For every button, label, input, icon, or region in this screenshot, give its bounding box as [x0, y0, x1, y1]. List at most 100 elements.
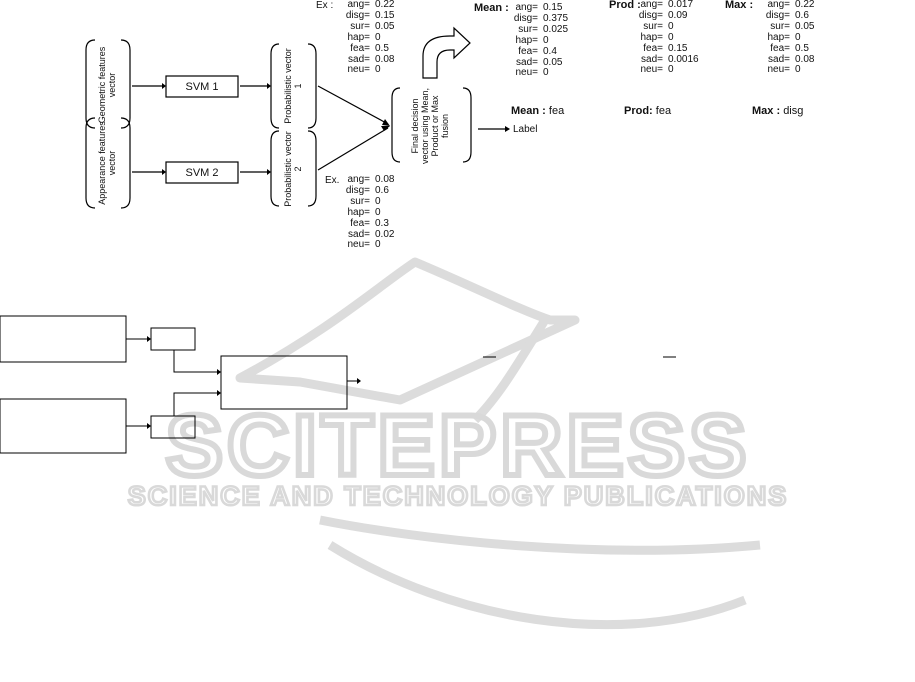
ex2-row: sur=0 — [340, 195, 394, 208]
mean-prefix: Mean : — [474, 2, 509, 14]
max-value: 0.6 — [795, 9, 809, 21]
max-row: sad=0.08 — [760, 53, 814, 66]
max-row: hap= 0 — [760, 31, 814, 44]
mean-key: hap= — [515, 34, 538, 46]
watermark-logo — [235, 257, 761, 630]
ex1-value: 0.08 — [375, 53, 395, 65]
fusion-bracket — [391, 87, 472, 163]
mean-key: neu= — [515, 67, 538, 79]
ex1-prefix: Ex : — [316, 0, 334, 11]
max-value: 0 — [795, 31, 801, 43]
ex1-value: 0.5 — [375, 42, 389, 54]
max-key: sur= — [770, 20, 790, 32]
svm1-label: SVM 1 — [185, 80, 219, 93]
lower-fusion-box — [220, 355, 348, 410]
output-label: Label — [513, 124, 538, 135]
prod-value: 0.017 — [668, 0, 694, 10]
prod-value: 0 — [668, 31, 674, 43]
max-key: sad= — [768, 53, 790, 65]
ex2-row: hap=0 — [340, 206, 394, 219]
prod-key: ang= — [640, 0, 663, 10]
prod-value: 0 — [668, 20, 674, 32]
lower-input-box-2 — [0, 398, 127, 454]
ex1-value: 0.15 — [375, 9, 395, 21]
mean-row: fea= 0.4 — [508, 45, 568, 58]
input-appearance-bracket — [85, 117, 131, 209]
ex2-key: hap= — [347, 206, 370, 218]
prod-row: fea= 0.15 — [633, 42, 699, 55]
ex2-key: sur= — [350, 195, 370, 207]
ex2-value: 0 — [375, 239, 381, 251]
lower-input-box-1 — [0, 315, 127, 363]
prod-row: sur=0 — [633, 20, 699, 33]
prod-row: hap= 0 — [633, 31, 699, 44]
prod-row: disg=0.09 — [633, 9, 699, 22]
mean-value: 0.375 — [543, 12, 569, 24]
ex1-key: neu= — [347, 64, 370, 76]
max-value: 0.22 — [795, 0, 815, 10]
ex1-row: disg= 0.15 — [340, 9, 395, 22]
result-max: Max : disg — [752, 105, 804, 117]
mean-value: 0.15 — [543, 2, 563, 13]
input-geometric-bracket — [85, 39, 131, 129]
mean-key: fea= — [518, 45, 538, 57]
max-key: ang= — [767, 0, 790, 10]
mean-key: sur= — [518, 23, 538, 35]
prod-value: 0.15 — [668, 42, 688, 54]
ex2-value: 0.3 — [375, 217, 389, 229]
ex2-row: sad= 0.02 — [340, 228, 395, 241]
max-row: disg= 0.6 — [760, 9, 814, 22]
mean-row: disg= 0.375 — [508, 12, 569, 25]
prob2-bracket — [270, 130, 317, 207]
lower-small-box-1 — [150, 327, 196, 351]
prod-key: sad= — [641, 53, 663, 65]
prod-key: neu= — [640, 64, 663, 76]
mean-value: 0 — [543, 67, 549, 79]
prod-row: ang= 0.017 — [633, 0, 699, 11]
ex2-value: 0.6 — [375, 184, 389, 196]
prod-key: hap= — [640, 31, 663, 43]
ex1-key: disg= — [345, 9, 370, 21]
prod-value: 0.0016 — [668, 53, 699, 65]
watermark-main: SCITEPRESS — [166, 398, 751, 494]
mean-key: ang= — [515, 2, 538, 13]
prod-value: 0 — [668, 64, 674, 76]
ex2-key: ang= — [347, 174, 370, 185]
ex2-row: neu=0 — [340, 240, 394, 251]
max-value: 0.05 — [795, 20, 815, 32]
prod-prefix: Prod : — [609, 0, 641, 11]
ex2-value: 0.08 — [375, 174, 395, 185]
lower-small-box-2 — [150, 415, 196, 439]
ex2-key: sad= — [348, 228, 370, 240]
mean-value: 0 — [543, 34, 549, 46]
mean-row: ang= 0.15 — [508, 2, 568, 14]
ex2-row: ang= 0.08 — [340, 174, 395, 186]
prod-key: disg= — [638, 9, 663, 21]
ex2-value: 0.02 — [375, 228, 395, 240]
mean-row: sad=0.05 — [508, 57, 568, 69]
ex2-row: fea= 0.3 — [340, 217, 394, 230]
ex1-key: sad= — [348, 53, 370, 65]
max-row: neu=0 — [760, 65, 814, 76]
ex1-key: fea= — [350, 42, 370, 54]
ex1-row: sur=0.05 — [340, 20, 394, 33]
mean-row: sur=0.025 — [508, 23, 568, 36]
ex1-key: sur= — [350, 20, 370, 32]
max-key: disg= — [765, 9, 790, 21]
max-key: hap= — [767, 31, 790, 43]
mean-value: 0.4 — [543, 45, 557, 57]
max-key: fea= — [770, 42, 790, 54]
max-key: neu= — [767, 64, 790, 76]
prod-row: neu= 0 — [633, 65, 699, 76]
mean-key: disg= — [513, 12, 538, 24]
svm1-box — [165, 75, 239, 98]
svm2-label: SVM 2 — [185, 166, 219, 179]
ex1-row: ang=0.22 — [340, 0, 394, 11]
max-row: sur= 0.05 — [760, 20, 815, 33]
prod-key: fea= — [643, 42, 663, 54]
ex2-key: fea= — [350, 217, 370, 229]
max-row: ang= 0.22 — [760, 0, 814, 11]
